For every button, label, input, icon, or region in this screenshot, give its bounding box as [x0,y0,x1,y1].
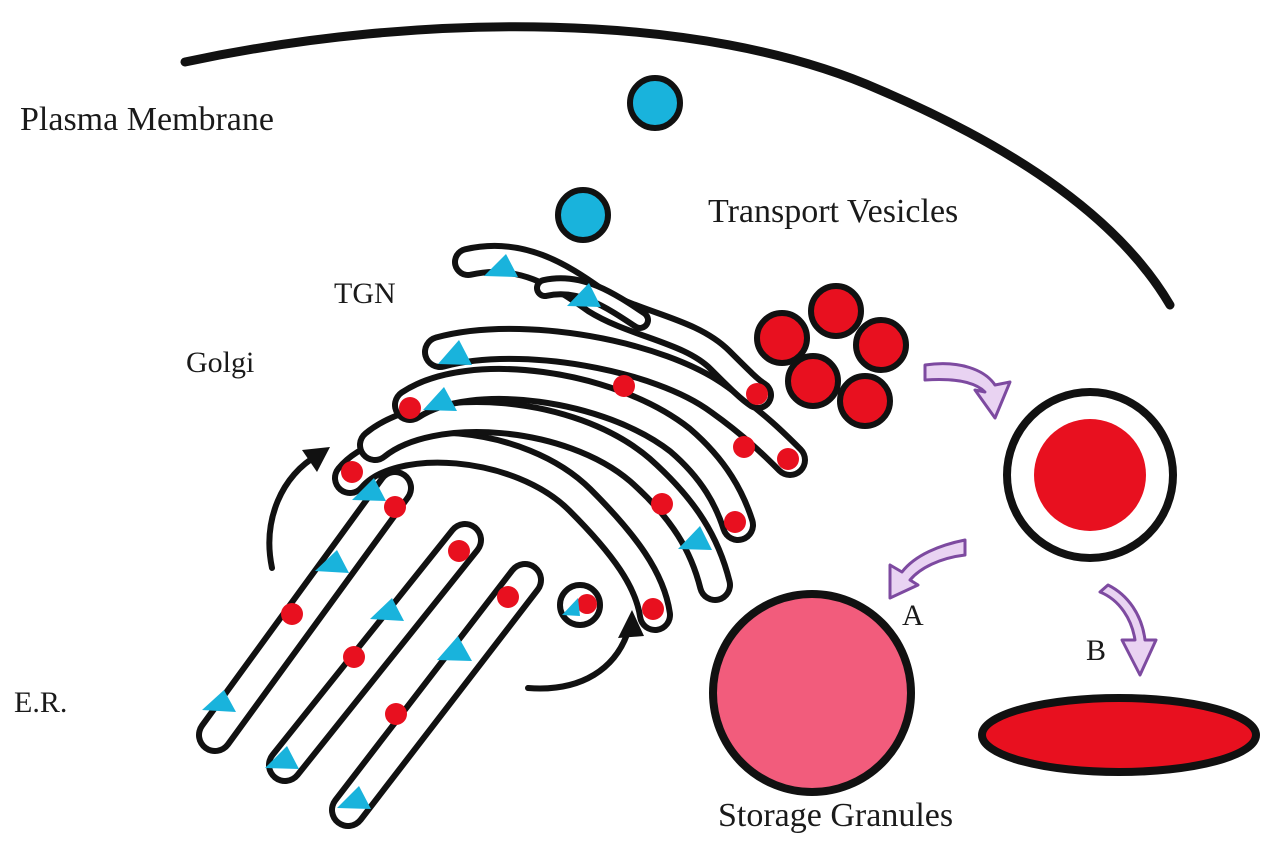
red-cargo-dot [343,646,365,668]
red-vesicle-cluster [757,286,906,426]
red-vesicle [811,286,861,336]
red-vesicle [757,313,807,363]
pathway-a-label: A [902,599,924,632]
cyan-vesicle-top [630,78,680,128]
red-cargo-dot [399,397,421,419]
plasma-membrane-arc [185,27,1170,305]
red-cargo-dot [341,461,363,483]
red-cargo-dot [385,703,407,725]
arrow-cluster-to-granule [925,364,1010,418]
immature-granule [1007,392,1173,558]
cyan-vesicle-lower [558,190,608,240]
endoplasmic-reticulum [215,488,525,810]
red-cargo-dot [613,375,635,397]
er-tube-1 [215,488,395,735]
tgn-label: TGN [334,277,396,310]
plasma-membrane-label: Plasma Membrane [20,101,274,138]
storage-granule-round [713,594,911,792]
pathway-b-label: B [1086,634,1106,667]
red-vesicle [856,320,906,370]
er-label: E.R. [14,686,67,719]
transport-vesicles-label: Transport Vesicles [708,193,958,230]
storage-granule-flat [982,698,1256,772]
golgi-label: Golgi [186,346,254,379]
red-cargo-dot [724,511,746,533]
red-cargo-dot [497,586,519,608]
red-cargo-dot [448,540,470,562]
red-cargo-dot [733,436,755,458]
red-vesicle [788,356,838,406]
granule-core [1034,419,1146,531]
er-tube-3 [348,580,525,810]
red-cargo-dot [384,496,406,518]
vesicle-red-cargo [577,594,597,614]
arrow-pathway-b [1100,585,1156,675]
red-cargo-dot [746,383,768,405]
red-cargo-dot [651,493,673,515]
er-to-golgi-arrow-left [269,447,330,568]
red-vesicle [840,376,890,426]
arrow-pathway-a [890,540,965,598]
red-cargo-dot [642,598,664,620]
red-cargo-dot [777,448,799,470]
red-cargo-dot [281,603,303,625]
storage-granules-label: Storage Granules [718,797,953,834]
